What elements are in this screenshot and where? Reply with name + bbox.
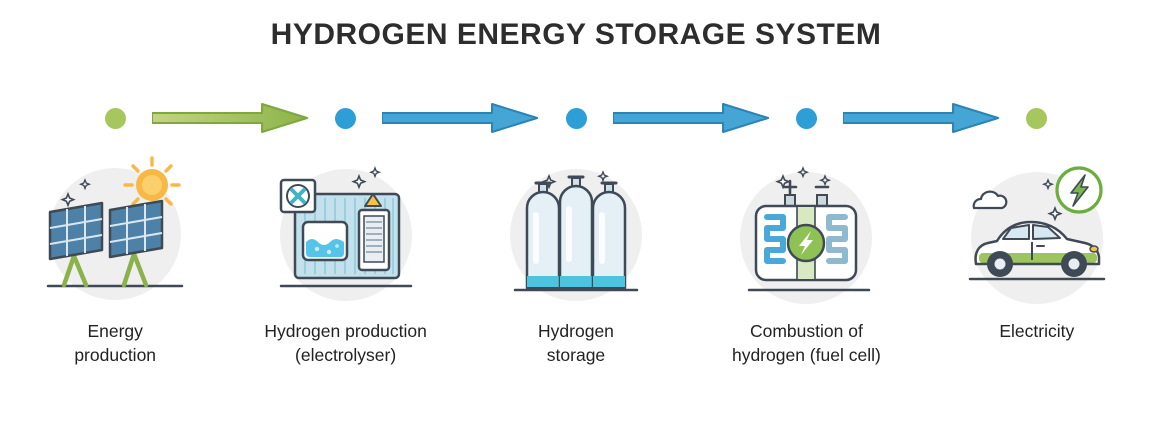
solar-panel-sun-icon (30, 150, 200, 310)
arrow-right-icon-3 (612, 101, 770, 135)
flow-dot-1 (105, 107, 126, 129)
step-fuel-cell (691, 150, 921, 310)
step-electricity (922, 150, 1152, 310)
electrolyser-icon (261, 150, 431, 310)
hydrogen-cylinders-icon (491, 150, 661, 310)
flow-dot-3 (565, 107, 587, 129)
step-label-electricity: Electricity (999, 321, 1075, 341)
step-label-energy-production: Energy production (74, 321, 157, 365)
step-label-fuel-cell: Combustion of hydrogen (fuel cell) (731, 321, 881, 365)
arrow-right-icon-1 (152, 101, 309, 135)
diagram-title: HYDROGEN ENERGY STORAGE SYSTEM (270, 18, 882, 51)
flow-dot-5 (1026, 107, 1047, 129)
step-label-hydrogen-storage: Hydrogen storage (538, 321, 614, 365)
step-labels-row: Energy production Hydrogen production (e… (0, 320, 1152, 367)
electric-car-icon (952, 150, 1122, 310)
step-hydrogen-storage (461, 150, 691, 310)
process-flow (0, 100, 1152, 136)
step-energy-production (0, 150, 230, 310)
step-hydrogen-production (230, 150, 460, 310)
flow-dot-4 (795, 107, 817, 129)
fuel-cell-icon (721, 150, 891, 310)
arrow-right-icon-2 (382, 101, 539, 135)
hydrogen-energy-diagram: HYDROGEN ENERGY STORAGE SYSTEM (0, 18, 1152, 433)
arrow-right-icon-4 (842, 101, 1000, 135)
flow-dot-2 (335, 107, 357, 129)
step-label-hydrogen-production: Hydrogen production (electrolyser) (264, 321, 427, 365)
step-icons-row (0, 150, 1152, 310)
